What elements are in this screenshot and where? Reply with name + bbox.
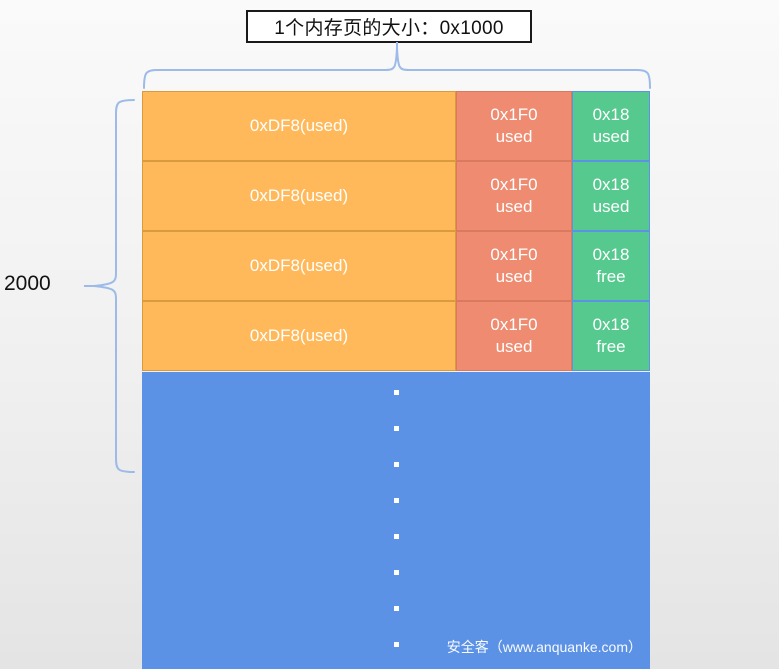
chunk-tail: 0x18 used xyxy=(572,91,650,161)
chunk-used-main: 0xDF8(used) xyxy=(142,231,456,301)
memory-page-row: 0xDF8(used) 0x1F0 used 0x18 free xyxy=(142,301,650,371)
chunk-label-line1: 0x18 xyxy=(592,104,630,124)
chunk-label-line1: 0xDF8(used) xyxy=(249,115,349,135)
chunk-label-line1: 0x1F0 xyxy=(490,104,538,124)
chunk-label-line2: used xyxy=(495,197,533,216)
chunk-label-line1: 0x1F0 xyxy=(490,174,538,194)
page-size-callout-box: 1个内存页的大小：0x1000 xyxy=(246,10,532,43)
chunk-label-line2: used xyxy=(592,197,630,216)
top-span-brace-icon xyxy=(143,42,651,89)
chunk-label-line1: 0xDF8(used) xyxy=(249,325,349,345)
chunk-tail: 0x18 free xyxy=(572,301,650,371)
chunk-used-main: 0xDF8(used) xyxy=(142,161,456,231)
chunk-label-line2: used xyxy=(495,127,533,146)
chunk-label-line1: 0xDF8(used) xyxy=(249,185,349,205)
region-size-label: 2000 xyxy=(4,272,51,295)
chunk-used-main: 0xDF8(used) xyxy=(142,91,456,161)
chunk-label-line2: used xyxy=(495,267,533,286)
chunk-label-line2: used xyxy=(592,127,630,146)
chunk-label-line1: 0x18 xyxy=(592,174,630,194)
chunk-mid: 0x1F0 used xyxy=(456,231,572,301)
chunk-tail: 0x18 used xyxy=(572,161,650,231)
left-span-brace-icon xyxy=(84,99,135,473)
chunk-label-line1: 0x1F0 xyxy=(490,244,538,264)
chunk-label-line1: 0x1F0 xyxy=(490,314,538,334)
chunk-used-main: 0xDF8(used) xyxy=(142,301,456,371)
free-memory-region xyxy=(142,372,650,669)
memory-page-row: 0xDF8(used) 0x1F0 used 0x18 used xyxy=(142,91,650,161)
chunk-mid: 0x1F0 used xyxy=(456,301,572,371)
chunk-label-line1: 0x18 xyxy=(592,244,630,264)
watermark-text: 安全客（www.anquanke.com） xyxy=(446,639,642,655)
chunk-label-line2: used xyxy=(495,337,533,356)
chunk-mid: 0x1F0 used xyxy=(456,91,572,161)
chunk-label-line2: free xyxy=(596,267,626,286)
memory-page-block: 0xDF8(used) 0x1F0 used 0x18 used 0xDF8(u… xyxy=(142,91,650,669)
chunk-label-line2: free xyxy=(596,337,626,356)
chunk-label-line1: 0xDF8(used) xyxy=(249,255,349,275)
page-size-callout-text: 1个内存页的大小：0x1000 xyxy=(274,18,504,39)
chunk-tail: 0x18 free xyxy=(572,231,650,301)
memory-page-row: 0xDF8(used) 0x1F0 used 0x18 free xyxy=(142,231,650,301)
chunk-mid: 0x1F0 used xyxy=(456,161,572,231)
chunk-label-line1: 0x18 xyxy=(592,314,630,334)
memory-page-row: 0xDF8(used) 0x1F0 used 0x18 used xyxy=(142,161,650,231)
